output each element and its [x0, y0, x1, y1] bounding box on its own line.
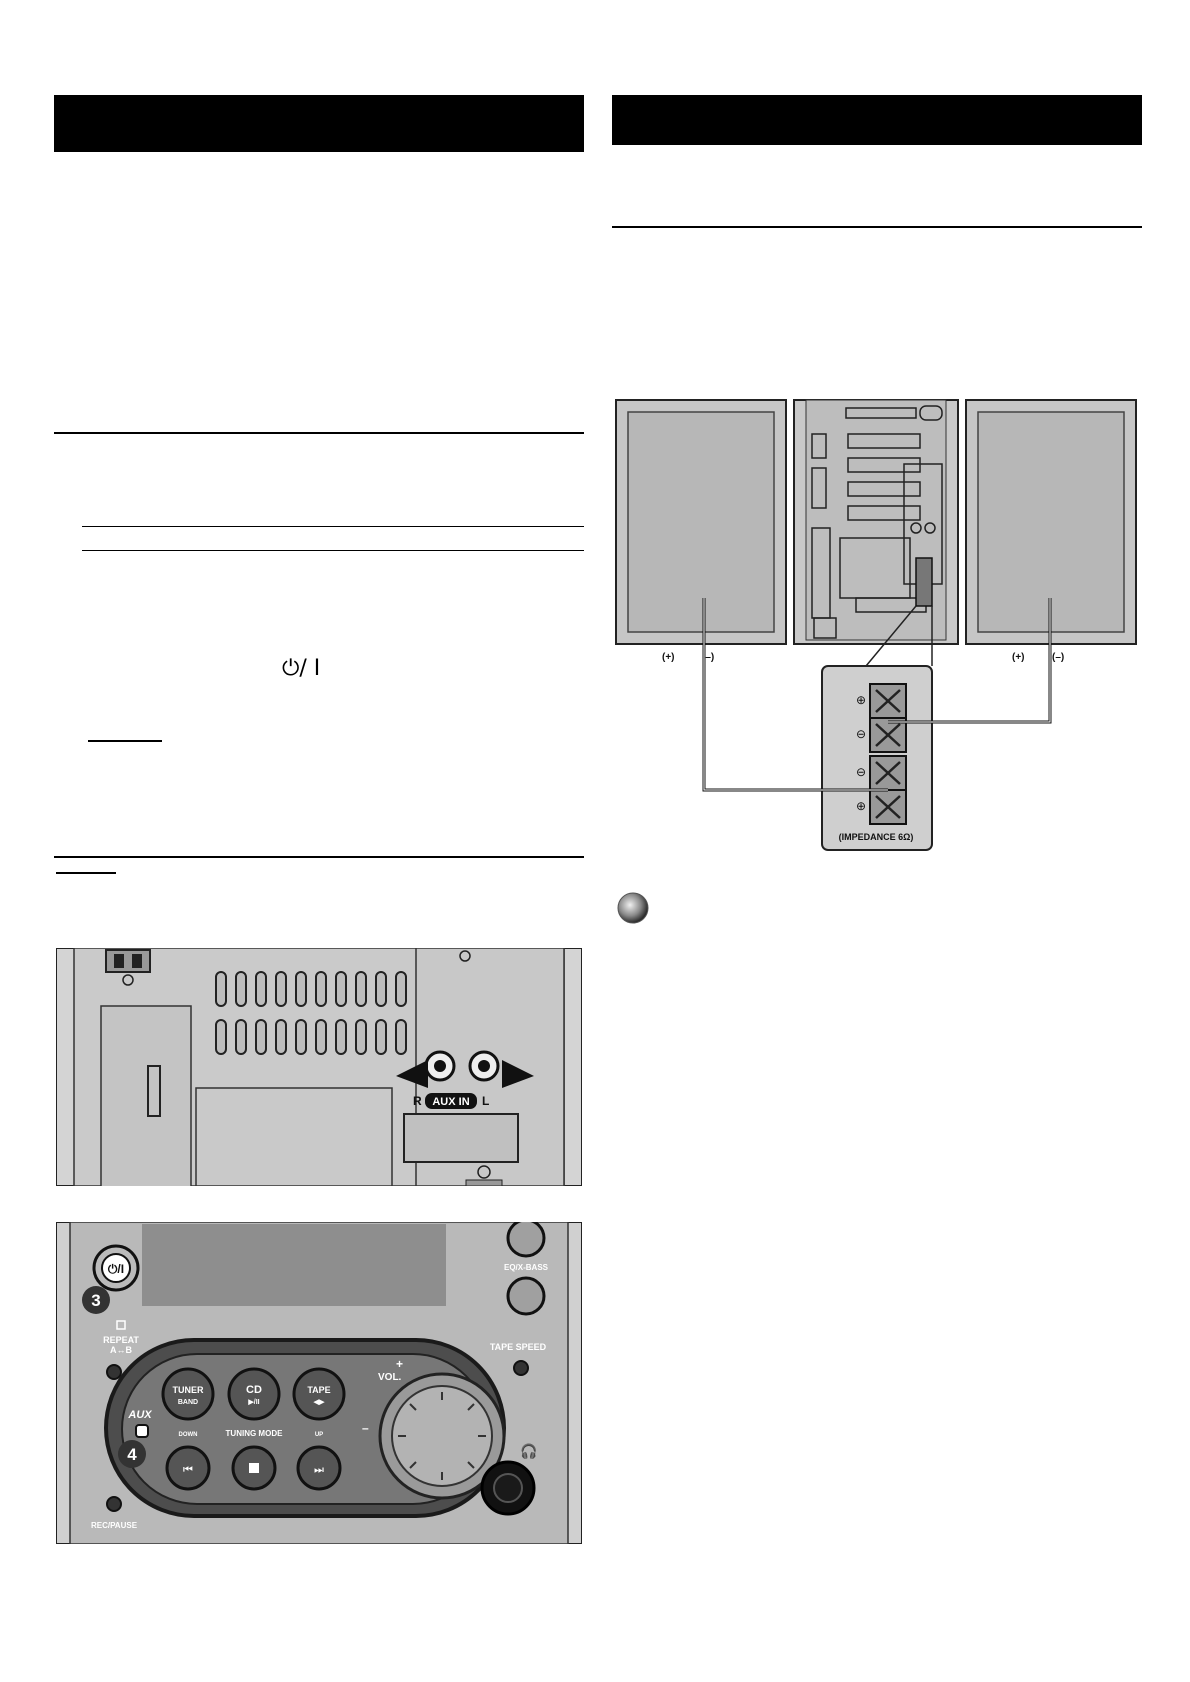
- aux-rear-panel-illustration: R AUX IN L: [56, 948, 582, 1186]
- left-section-rule-1: [54, 432, 584, 434]
- note-underline-1: [88, 740, 162, 742]
- terminal-minus-icon: ⊖: [856, 727, 866, 741]
- volume-plus-icon: +: [396, 1357, 403, 1371]
- tuning-mode-label: TUNING MODE: [226, 1429, 284, 1438]
- bullet-icon: [617, 892, 649, 924]
- left-subsection-rule-bottom: [82, 550, 584, 551]
- tape-button-label: TAPE: [307, 1385, 330, 1395]
- volume-label: VOL.: [378, 1372, 402, 1383]
- cd-play-label: ▶/II: [247, 1399, 259, 1406]
- left-section-rule-2: [54, 856, 584, 858]
- stop-icon: [249, 1463, 259, 1473]
- power-button-label: ⏻/I: [108, 1262, 124, 1276]
- rec-pause-label: REC/PAUSE: [91, 1521, 138, 1530]
- left-header-bar: [54, 95, 584, 152]
- tape-direction-label: ◀▶: [313, 1399, 325, 1406]
- repeat-label: REPEAT: [103, 1335, 139, 1345]
- aux-jack-r-label: R: [413, 1094, 422, 1108]
- skip-forward-icon: ⏭: [314, 1464, 324, 1476]
- up-label: UP: [315, 1432, 323, 1438]
- left-subsection-rule-top: [82, 526, 584, 527]
- terminal-minus-icon-2: ⊖: [856, 765, 866, 779]
- tuner-band-label: BAND: [178, 1399, 198, 1406]
- repeat-sub-label: A↔B: [110, 1345, 132, 1355]
- right-header-bar: [612, 95, 1142, 145]
- tuner-button-label: TUNER: [173, 1385, 204, 1395]
- terminal-impedance-label: (IMPEDANCE 6Ω): [839, 832, 914, 842]
- left-speaker-plus-label: (+): [662, 652, 675, 663]
- right-speaker-plus-label: (+): [1012, 652, 1025, 663]
- right-speaker-minus-label: (–): [1052, 652, 1064, 663]
- front-panel-illustration: ⏻/I 3 REPEAT A↔B EQ/X-BASS TAPE SPEED TU…: [56, 1222, 582, 1544]
- note-underline-2: [56, 872, 116, 874]
- power-symbol: ⏻/ I: [282, 656, 321, 681]
- headphone-icon: 🎧: [520, 1443, 537, 1460]
- speaker-connection-diagram: (+) (–) (+) (–) ⊕ ⊖ ⊖ ⊕ (IMPEDANCE 6Ω): [615, 399, 1137, 851]
- cd-button-label: CD: [246, 1384, 262, 1396]
- aux-jack-l-label: L: [482, 1094, 489, 1108]
- eq-label: EQ/X-BASS: [504, 1263, 549, 1272]
- terminal-plus-icon: ⊕: [856, 693, 866, 707]
- step-3-marker: 3: [91, 1291, 100, 1310]
- step-4-marker: 4: [127, 1445, 137, 1464]
- skip-back-icon: ⏮: [183, 1464, 193, 1476]
- aux-in-label: AUX IN: [432, 1096, 469, 1108]
- aux-button-label: AUX: [127, 1409, 152, 1421]
- tape-speed-label: TAPE SPEED: [490, 1342, 547, 1352]
- terminal-plus-icon-2: ⊕: [856, 799, 866, 813]
- right-section-rule: [612, 226, 1142, 228]
- volume-minus-icon: –: [362, 1421, 369, 1435]
- left-speaker-minus-label: (–): [702, 652, 714, 663]
- volume-knob: [391, 1385, 493, 1487]
- down-label: DOWN: [179, 1432, 198, 1438]
